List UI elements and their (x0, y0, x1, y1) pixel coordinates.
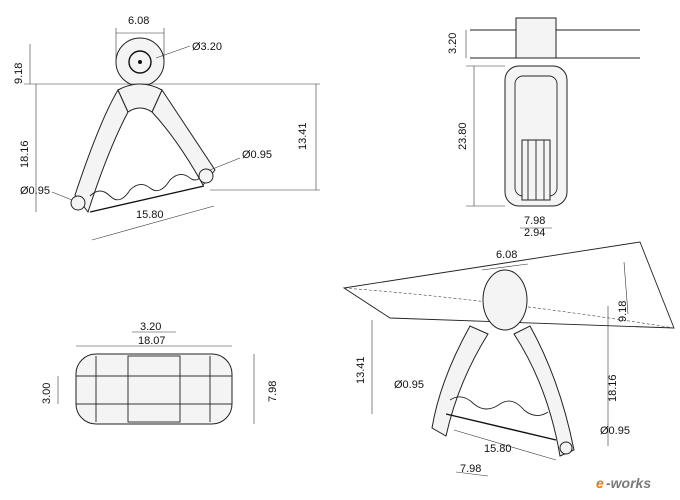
front-view: 6.08 Ø3.20 9.18 18.16 13.41 Ø0.95 Ø0.95 … (13, 15, 320, 241)
iso-left-arm (431, 325, 489, 437)
dim-label: 18.16 (607, 374, 619, 402)
leader (155, 45, 191, 59)
dim-label: 6.08 (496, 249, 517, 261)
top-view: 3.20 18.07 3.00 7.98 (41, 321, 279, 425)
dim-line-798 (455, 471, 489, 477)
dim-label: 3.00 (41, 383, 53, 404)
top-center (127, 355, 181, 423)
dim-line-918 (623, 261, 629, 315)
dim-label: 18.16 (19, 140, 31, 168)
serrated-grip (89, 171, 205, 201)
side-view: 3.20 23.80 7.98 2.94 (447, 17, 640, 239)
pivot-block (515, 17, 557, 59)
iso-grip (449, 396, 549, 416)
iso-right-arm (513, 325, 575, 457)
dim-label: Ø0.95 (242, 149, 272, 161)
left-tip (70, 195, 86, 211)
pivot-hole (128, 50, 152, 74)
right-arm (151, 88, 216, 186)
dim-label: 18.07 (138, 335, 166, 347)
iso-view: 6.08 9.18 13.41 18.16 Ø0.95 15.80 Ø0.95 … (342, 241, 675, 477)
right-tip (198, 168, 214, 184)
leader (51, 191, 73, 201)
dim-label: Ø3.20 (192, 41, 222, 53)
dim-label: 15.80 (484, 443, 512, 455)
dim-line-1580 (91, 205, 215, 241)
iso-grip-bar (445, 413, 557, 441)
dim-label: 3.20 (447, 33, 459, 54)
dim-label: 13.41 (355, 356, 367, 384)
iso-pivot (482, 269, 528, 331)
dim-label: 6.08 (128, 15, 149, 27)
watermark-logo: e -works (596, 475, 651, 491)
arm-bridge (117, 83, 163, 113)
top-band (75, 375, 233, 405)
dim-label: 13.41 (297, 122, 309, 150)
dim-line-1580 (453, 429, 557, 461)
grip-bar (89, 185, 205, 213)
iso-tip (559, 441, 573, 455)
dim-label: 3.20 (140, 321, 161, 333)
side-body (504, 65, 568, 207)
watermark-text: -works (606, 475, 651, 491)
dim-label: 7.98 (460, 463, 481, 475)
dim-line-608 (481, 263, 529, 271)
top-body (75, 353, 233, 425)
dim-label: 7.98 (267, 381, 279, 402)
dim-label: 9.18 (13, 63, 25, 84)
dim-label: 2.94 (524, 227, 545, 239)
left-arm (74, 88, 129, 214)
pivot-center (138, 60, 142, 64)
leader (209, 157, 241, 171)
dim-label: 15.80 (136, 209, 164, 221)
dim-label: Ø0.95 (394, 379, 424, 391)
dim-label: 23.80 (457, 122, 469, 150)
dim-label: 9.18 (617, 301, 629, 322)
dim-label: Ø0.95 (600, 425, 630, 437)
dim-label: 7.98 (524, 215, 545, 227)
dim-label: Ø0.95 (20, 185, 50, 197)
watermark-e: e (596, 475, 604, 491)
